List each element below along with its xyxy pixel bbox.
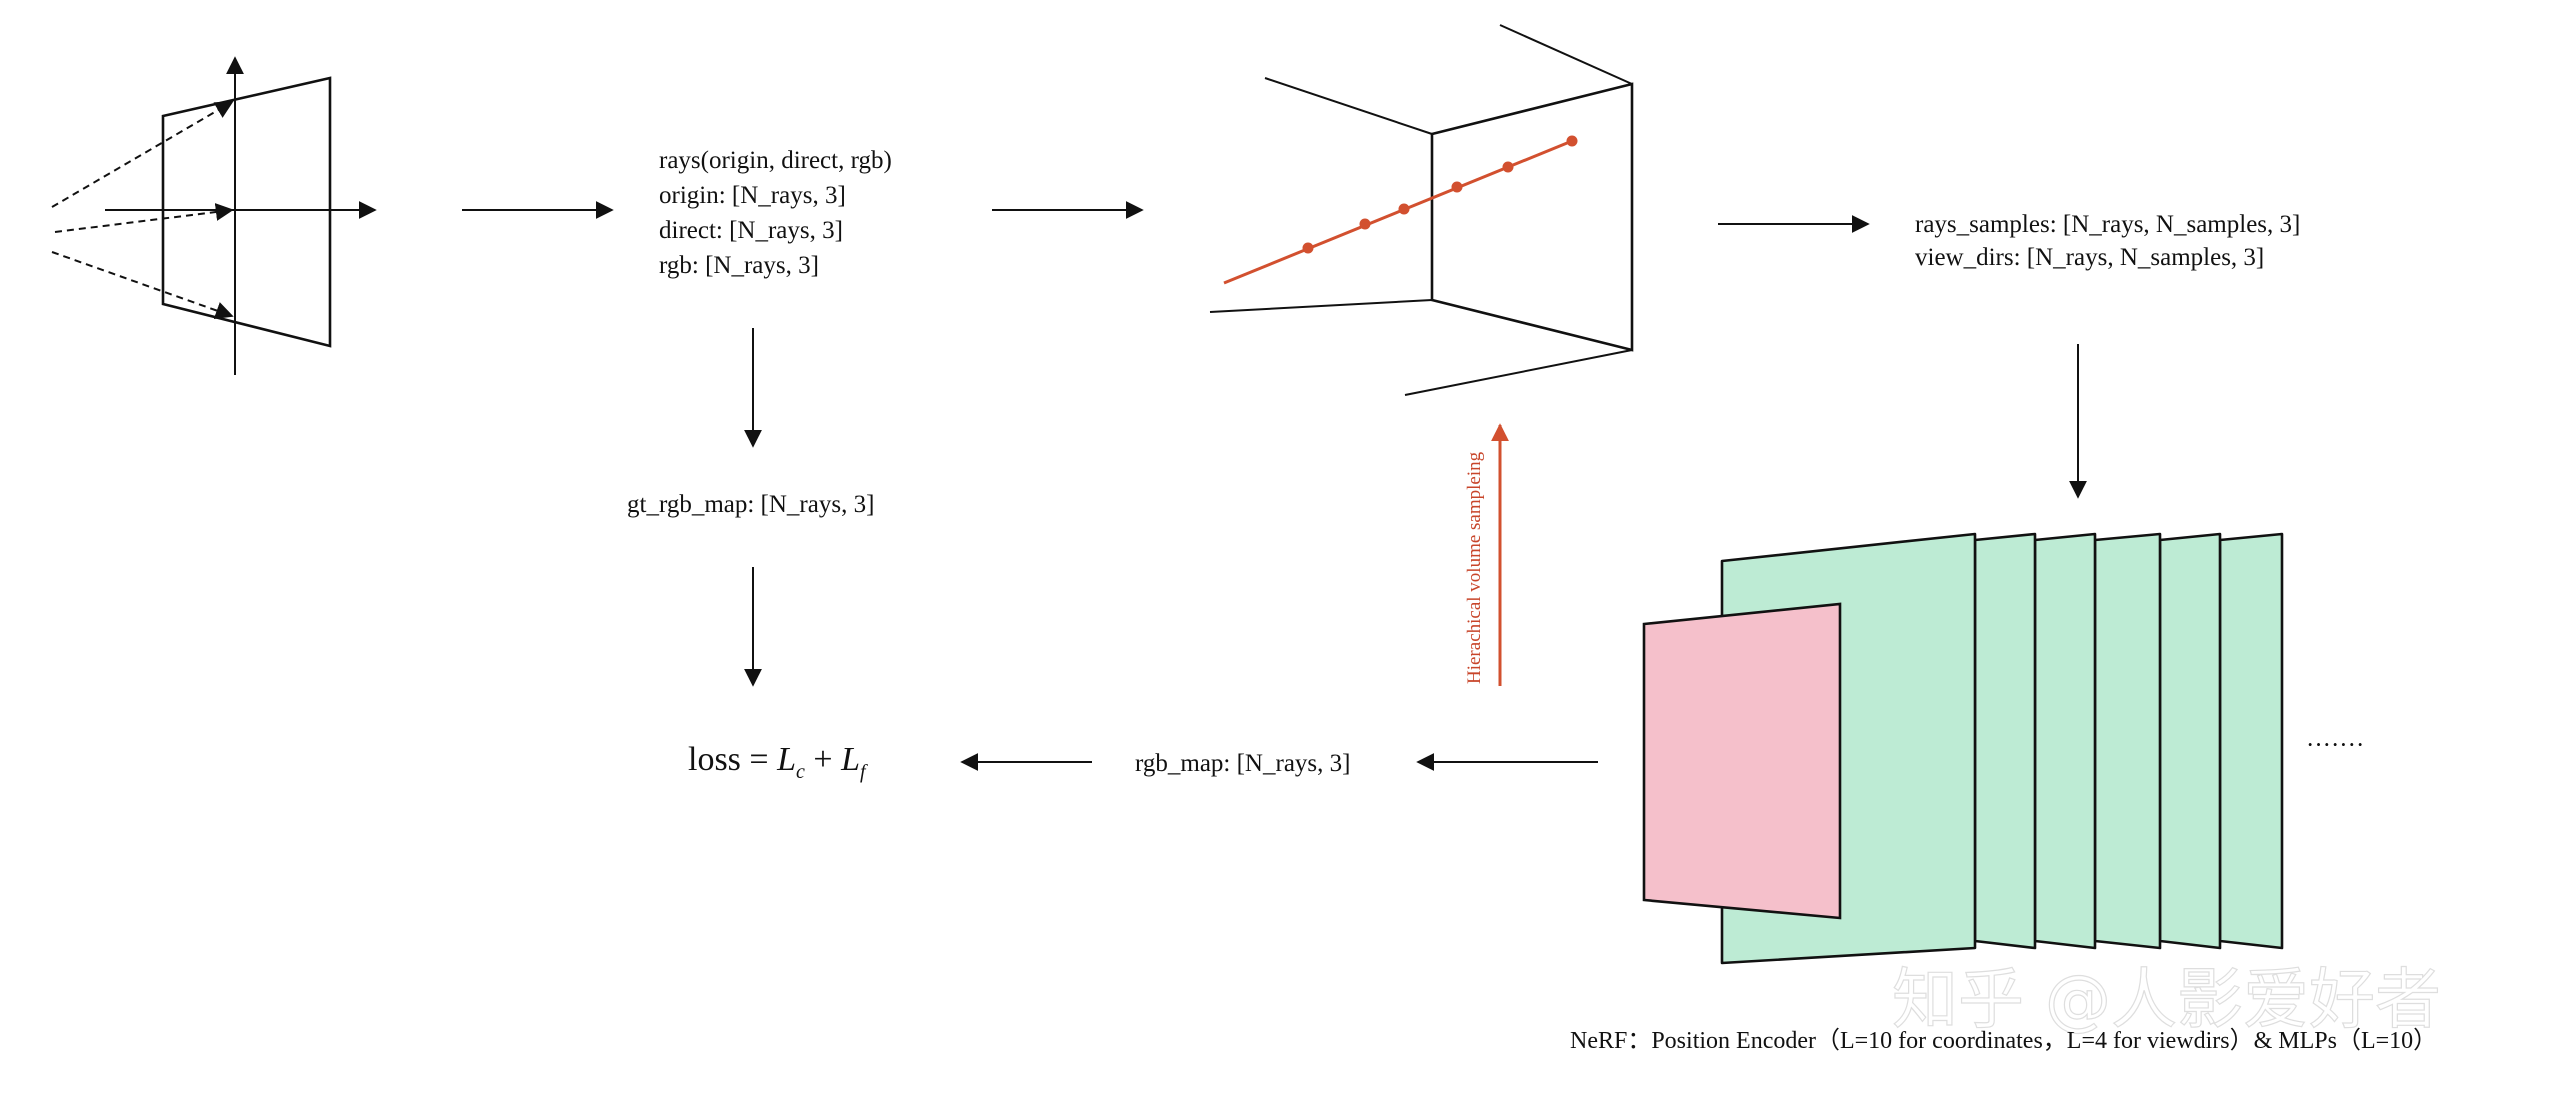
loss-plus: +	[805, 741, 841, 778]
loss-term2-letter: L	[840, 741, 860, 778]
sample-point-2	[1359, 218, 1371, 230]
ellipsis-more-layers: ·······	[2306, 732, 2364, 759]
sample-point-1	[1302, 242, 1314, 254]
frustum-edge-bottom-right	[1404, 349, 1633, 396]
loss-term1-sub: c	[796, 761, 805, 783]
frustum-edge-top-right	[1499, 24, 1633, 85]
frustum-sampling-figure	[1209, 24, 1634, 396]
frustum-edge-bottom-left	[1209, 299, 1433, 313]
camera-rays-figure	[51, 56, 377, 375]
rays-title: rays(origin, direct, rgb)	[659, 147, 892, 174]
mlp-layer-4	[2093, 532, 2162, 950]
dashed-ray-middle	[54, 203, 234, 233]
frustum-edge-top-left	[1264, 77, 1433, 135]
dashed-ray-upper	[51, 101, 234, 208]
mlp-layer-5	[2158, 532, 2222, 950]
sample-point-4	[1451, 181, 1463, 193]
loss-term1-letter: L	[776, 741, 796, 778]
watermark: 知乎 @人影爱好者	[1892, 961, 2441, 1038]
gt-rgb-map-label: gt_rgb_map: [N_rays, 3]	[627, 491, 874, 518]
rays-origin: origin: [N_rays, 3]	[659, 182, 846, 209]
sample-point-5	[1502, 161, 1514, 173]
rays-samples-label: rays_samples: [N_rays, N_samples, 3]	[1915, 211, 2300, 238]
rgb-map-label: rgb_map: [N_rays, 3]	[1135, 750, 1350, 777]
sample-ray-line	[1223, 139, 1573, 285]
caption: NeRF：Position Encoder（L=10 for coordinat…	[1570, 1028, 2437, 1054]
rays-direct: direct: [N_rays, 3]	[659, 217, 843, 244]
loss-prefix: loss =	[688, 741, 777, 778]
view-dirs-label: view_dirs: [N_rays, N_samples, 3]	[1915, 244, 2264, 271]
loss-equation: loss = Lc + Lf	[688, 741, 868, 783]
mlp-layer-3	[2033, 532, 2097, 950]
position-encoder-layer	[1642, 602, 1842, 920]
mlp-layer-stack	[1642, 532, 2284, 965]
mlp-layer-2	[1973, 532, 2037, 950]
loss-term2-sub: f	[860, 761, 868, 783]
sample-point-3	[1398, 203, 1410, 215]
mlp-layer-6	[2218, 532, 2284, 950]
rays-text-block: rays(origin, direct, rgb) origin: [N_ray…	[659, 147, 892, 279]
dashed-ray-lower	[51, 251, 234, 320]
frustum-far-plane	[1430, 82, 1634, 352]
sample-point-6	[1566, 135, 1578, 147]
hierarchical-sampling-label: Hierachical volume sampleing	[1464, 451, 1485, 684]
rays-rgb: rgb: [N_rays, 3]	[659, 252, 819, 279]
image-plane	[161, 76, 332, 348]
sample-points	[1302, 135, 1578, 254]
